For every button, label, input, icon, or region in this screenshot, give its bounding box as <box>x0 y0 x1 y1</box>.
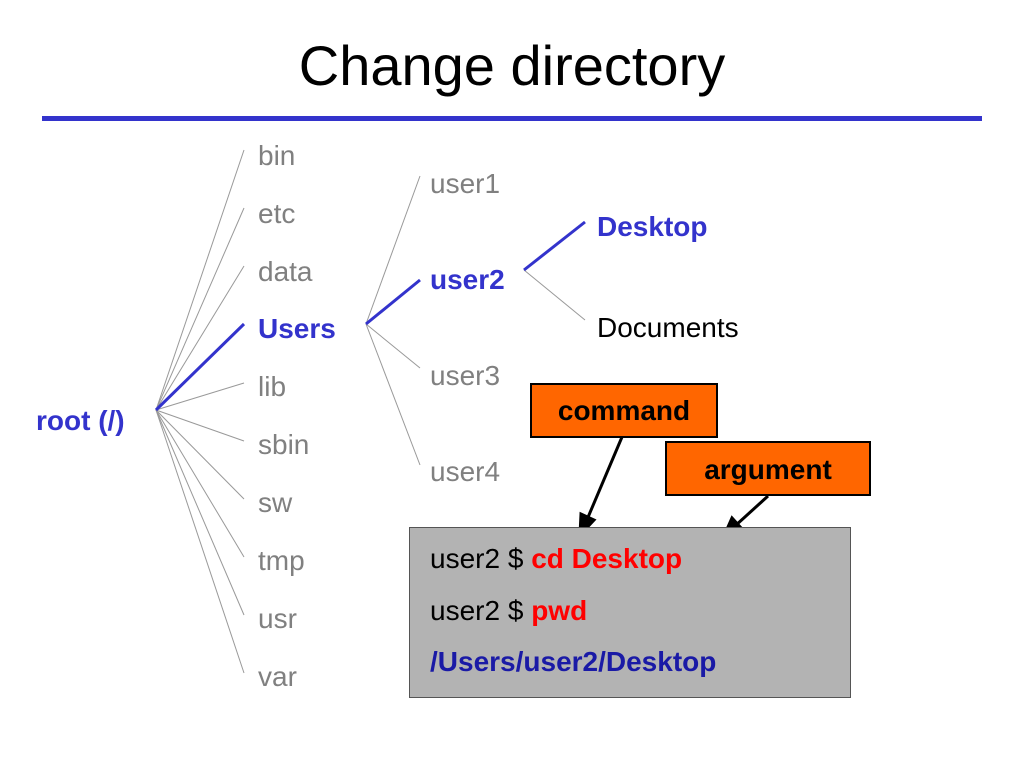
dir-user2: user2 <box>430 264 505 295</box>
dir-user4: user4 <box>430 456 501 487</box>
edge-root-users <box>154 322 246 412</box>
dir-tmp: tmp <box>258 545 305 576</box>
edge-root-lib <box>155 382 245 411</box>
terminal-prompt: user2 $ <box>430 595 524 626</box>
dir-usr: usr <box>258 603 297 634</box>
terminal-output: /Users/user2/Desktop <box>430 646 717 677</box>
command-tag: command <box>530 383 718 438</box>
edge-root-sbin <box>155 409 245 442</box>
dir-documents: Documents <box>597 312 739 343</box>
page-title: Change directory <box>298 34 726 97</box>
dir-user3: user3 <box>430 360 501 391</box>
dir-var: var <box>258 661 297 692</box>
edge-root-bin <box>155 149 245 411</box>
argument-tag: argument <box>665 441 871 496</box>
edge-root-tmp <box>155 409 245 558</box>
terminal-line-1: user2 $ cd Desktop <box>430 545 682 573</box>
edge-user2-documents <box>523 269 586 321</box>
edge-users-user1 <box>365 175 421 325</box>
dir-etc: etc <box>258 198 296 229</box>
edge-root-etc <box>155 207 245 411</box>
edge-root-usr <box>155 409 245 616</box>
terminal-prompt: user2 $ <box>430 543 524 574</box>
edge-user2-desktop <box>523 220 586 272</box>
edge-root-var <box>155 409 245 674</box>
edge-users-user3 <box>365 323 421 369</box>
dir-sw: sw <box>258 487 293 518</box>
edge-root-data <box>155 265 245 411</box>
terminal-box: user2 $ cd Desktop user2 $ pwd /Users/us… <box>409 527 851 698</box>
terminal-line-2: user2 $ pwd <box>430 597 587 625</box>
dir-sbin: sbin <box>258 429 310 460</box>
dir-lib: lib <box>258 371 287 402</box>
terminal-command: cd Desktop <box>531 543 683 574</box>
dir-users: Users <box>258 313 336 344</box>
dir-bin: bin <box>258 140 296 171</box>
command-arrow <box>584 436 624 523</box>
root-node: root (/) <box>36 405 125 436</box>
dir-user1: user1 <box>430 168 501 199</box>
terminal-command: pwd <box>531 595 588 626</box>
argument-arrow <box>733 494 770 528</box>
edge-users-user4 <box>365 323 421 466</box>
edge-users-user2 <box>365 278 421 326</box>
dir-data: data <box>258 256 313 287</box>
edge-root-sw <box>155 409 245 500</box>
title-underline <box>42 116 982 121</box>
dir-desktop: Desktop <box>597 211 708 242</box>
